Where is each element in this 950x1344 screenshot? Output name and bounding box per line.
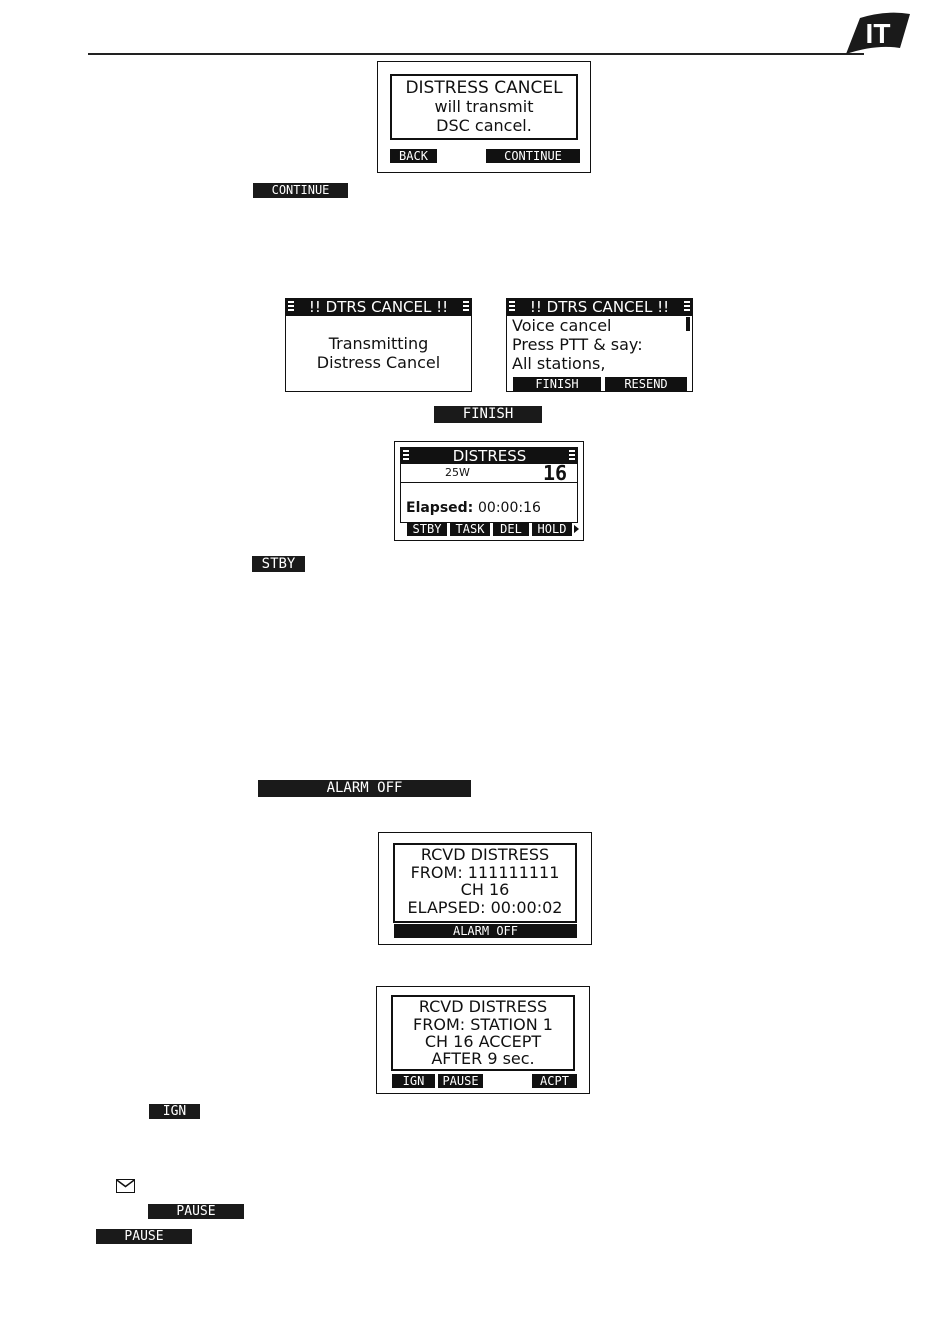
- softkey-task[interactable]: TASK: [450, 522, 490, 536]
- screen-line: ELAPSED: 00:00:02: [407, 898, 563, 917]
- screen-frame: [390, 74, 578, 140]
- screen-line: Distress Cancel: [316, 353, 441, 372]
- softkey-back[interactable]: BACK: [390, 149, 437, 163]
- screen-line: will transmit: [434, 97, 534, 116]
- softkey-del[interactable]: DEL: [493, 522, 529, 536]
- screen-line: FROM: 111111111: [410, 863, 560, 882]
- badge-stby: STBY: [252, 556, 305, 572]
- menu-icon: [569, 450, 575, 463]
- elapsed-label: Elapsed:: [406, 500, 474, 516]
- screen-line: DISTRESS CANCEL: [405, 78, 563, 98]
- power-level: 25W: [445, 466, 470, 479]
- badge-continue: CONTINUE: [253, 183, 348, 198]
- softkey-finish[interactable]: FINISH: [513, 377, 601, 391]
- flag-tab-icon: [846, 12, 910, 55]
- screen-distress: DISTRESS 25W 16 Elapsed: 00:00:16 STBY T…: [394, 441, 584, 541]
- badge-finish: FINISH: [434, 406, 542, 423]
- screen-rcvd-distress-2: RCVD DISTRESS FROM: STATION 1 CH 16 ACCE…: [376, 986, 590, 1094]
- screen-line: Voice cancel: [512, 316, 612, 335]
- screen-line: All stations,: [512, 354, 606, 373]
- elapsed-value: 00:00:16: [478, 500, 541, 516]
- screen-title: DISTRESS: [401, 448, 578, 464]
- screen-title: !! DTRS CANCEL !!: [286, 299, 471, 316]
- softkey-alarm-off[interactable]: ALARM OFF: [394, 924, 577, 938]
- softkey-pause[interactable]: PAUSE: [438, 1074, 483, 1088]
- screen-line: RCVD DISTRESS: [420, 845, 550, 864]
- softkey-ign[interactable]: IGN: [392, 1074, 435, 1088]
- screen-line: DSC cancel.: [436, 116, 532, 135]
- screen-line: Press PTT & say:: [512, 335, 643, 354]
- screen-distress-cancel: DISTRESS CANCEL will transmit DSC cancel…: [377, 61, 591, 173]
- badge-ign: IGN: [149, 1104, 200, 1119]
- screen-frame: [391, 995, 575, 1071]
- screen-title: !! DTRS CANCEL !!: [507, 299, 692, 316]
- screen-line: AFTER 9 sec.: [431, 1049, 535, 1068]
- screen-line: Transmitting: [328, 334, 429, 353]
- screen-line: FROM: STATION 1: [413, 1015, 553, 1034]
- screen-line: CH 16 ACCEPT: [424, 1032, 542, 1051]
- title-text: !! DTRS CANCEL !!: [308, 298, 449, 316]
- channel-number: 16: [543, 461, 568, 485]
- language-tab: IT: [846, 12, 910, 56]
- badge-alarm-off: ALARM OFF: [258, 780, 471, 797]
- underline: [401, 482, 578, 483]
- header-rule: [88, 53, 864, 55]
- arrow-right-icon: [574, 524, 579, 534]
- screen-frame: [393, 843, 577, 923]
- screen-rcvd-distress-1: RCVD DISTRESS FROM: 111111111 CH 16 ELAP…: [378, 832, 592, 945]
- title-text: DISTRESS: [452, 447, 527, 465]
- softkey-resend[interactable]: RESEND: [605, 377, 687, 391]
- language-label: IT: [865, 18, 891, 49]
- softkey-hold[interactable]: HOLD: [532, 522, 572, 536]
- screen-dtrs-transmitting: !! DTRS CANCEL !! Transmitting Distress …: [285, 298, 472, 392]
- softkey-stby[interactable]: STBY: [407, 522, 447, 536]
- scrollbar[interactable]: [686, 317, 690, 331]
- menu-icon: [509, 301, 515, 314]
- badge-pause: PAUSE: [148, 1204, 244, 1219]
- badge-pause: PAUSE: [96, 1229, 192, 1244]
- softkey-continue[interactable]: CONTINUE: [486, 149, 580, 163]
- envelope-icon: [116, 1179, 135, 1193]
- menu-icon: [403, 450, 409, 463]
- menu-icon: [463, 301, 469, 314]
- title-text: !! DTRS CANCEL !!: [529, 298, 670, 316]
- softkey-acpt[interactable]: ACPT: [532, 1074, 577, 1088]
- screen-line: CH 16: [460, 880, 510, 899]
- screen-line: RCVD DISTRESS: [418, 997, 548, 1016]
- menu-icon: [684, 301, 690, 314]
- menu-icon: [288, 301, 294, 314]
- screen-dtrs-voice: !! DTRS CANCEL !! Voice cancel Press PTT…: [506, 298, 693, 392]
